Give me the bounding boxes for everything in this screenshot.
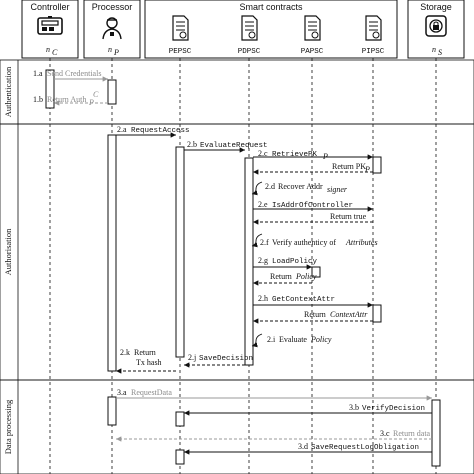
msg-2i-number: 2.i [267, 335, 276, 344]
processor-node-subscript: P [113, 48, 119, 57]
msg-2d-subscript: signer [327, 185, 348, 194]
msg-2k-label-1: Return [134, 348, 156, 357]
msg-1b-label: Return Auth [47, 95, 86, 104]
controller-title: Controller [30, 2, 69, 12]
msg-2b-label: EvaluateRequest [200, 142, 268, 150]
msg-return-policy: Return [270, 272, 292, 281]
database-lock-icon [425, 15, 447, 37]
msg-2j-label: SaveDecision [199, 355, 253, 363]
storage-node-label: n [432, 45, 436, 54]
msg-2e-label: IsAddrOfController [272, 202, 353, 210]
msg-2f-attributes: Attributes [345, 238, 378, 247]
contract-document-icon-pipsc [365, 15, 382, 41]
msg-2c-subscript: P [322, 152, 328, 161]
msg-2g-number: 2.g [258, 256, 268, 265]
msg-3d-label: SaveRequestLogObligation [311, 444, 419, 452]
storage-title: Storage [420, 2, 452, 12]
contract-document-icon-pepsc [172, 15, 189, 41]
msg-return-true: Return true [330, 212, 367, 221]
processor-title: Processor [92, 2, 133, 12]
header-smart-contracts: Smart contracts PEPSC PDPSC PAPSC PIPSC [144, 0, 398, 59]
section-authorisation [0, 123, 474, 381]
msg-return-pk: Return PK [332, 162, 366, 171]
msg-2e-number: 2.e [258, 200, 268, 209]
section-authentication-label: Authentication [3, 66, 13, 117]
controller-node-label: n [46, 45, 50, 54]
msg-2c-label: RetrievePK [272, 151, 318, 159]
storage-node-subscript: S [438, 48, 442, 57]
msg-3d-number: 3.d [298, 442, 308, 451]
header-storage: Storage n S [407, 0, 465, 59]
contract-papsc-label: PAPSC [301, 48, 324, 56]
msg-2j-number: 2.j [188, 353, 196, 362]
msg-2k-number: 2.k [120, 348, 130, 357]
msg-1b-number: 1.b [33, 95, 43, 104]
smart-contracts-title: Smart contracts [239, 2, 303, 12]
section-data-processing-label: Data processing [3, 399, 13, 454]
msg-return-policy-italic: Policy [295, 272, 317, 281]
contract-pdpsc-label: PDPSC [238, 48, 261, 56]
msg-3b-number: 3.b [349, 403, 359, 412]
msg-1a-number: 1.a [33, 69, 43, 78]
contract-pipsc-label: PIPSC [362, 48, 385, 56]
msg-3a-label: RequestData [131, 388, 172, 397]
section-authorisation-label: Authorisation [3, 228, 13, 275]
msg-3a-number: 3.a [117, 388, 127, 397]
msg-2d-number: 2.d [265, 182, 275, 191]
msg-2b-number: 2.b [187, 140, 197, 149]
msg-2h-label: GetContextAttr [272, 296, 335, 304]
contract-pepsc-label: PEPSC [169, 48, 192, 56]
contract-document-icon-pdpsc [241, 15, 258, 41]
processor-node-label: n [108, 45, 112, 54]
msg-2h-number: 2.h [258, 294, 268, 303]
msg-2a-number: 2.a [117, 125, 127, 134]
activation-bars [45, 69, 441, 467]
controller-node-subscript: C [52, 48, 58, 57]
msg-3b-label: VerifyDecision [362, 405, 425, 413]
msg-2f-label: Verify authenticy of [272, 238, 336, 247]
msg-2g-label: LoadPolicy [272, 258, 318, 266]
msg-2f-number: 2.f [260, 238, 269, 247]
msg-return-context: Return [304, 310, 326, 319]
contract-document-icon-papsc [304, 15, 321, 41]
msg-return-context-italic: ContextAttr [330, 310, 368, 319]
msg-return-pk-subscript: P [364, 165, 370, 174]
section-data-processing [0, 379, 474, 474]
msg-2k-label-2: Tx hash [136, 358, 162, 367]
msg-3c-number: 3.c [380, 429, 390, 438]
msg-2i-policy: Policy [310, 335, 332, 344]
msg-2a-label: RequestAccess [131, 127, 190, 135]
msg-2d-label: Recover Addr [278, 182, 323, 191]
header-processor: Processor n P [83, 0, 141, 59]
server-icon [37, 16, 63, 35]
msg-1b-subscript: P [88, 98, 94, 107]
msg-3c-label: Return data [393, 429, 431, 438]
msg-2c-number: 2.c [258, 149, 268, 158]
msg-2i-label: Evaluate [279, 335, 307, 344]
msg-1b-superscript: C [93, 90, 99, 99]
header-controller: Controller n C [21, 0, 79, 59]
msg-1a-label: Send Credentials [47, 69, 101, 78]
person-icon [102, 17, 122, 40]
